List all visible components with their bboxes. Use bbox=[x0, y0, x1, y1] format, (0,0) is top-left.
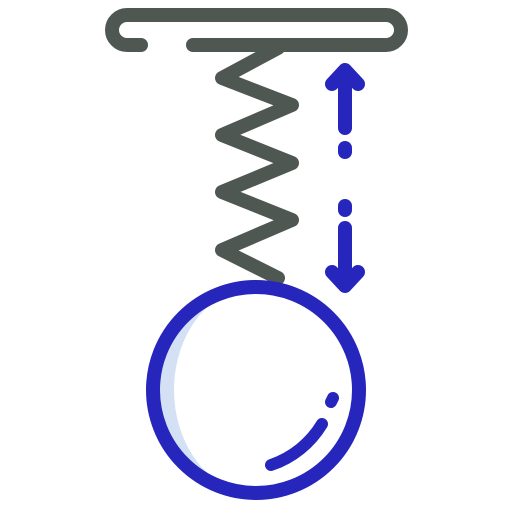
ball-highlight bbox=[265, 418, 328, 471]
arrow-down-icon bbox=[325, 199, 365, 293]
ball-shading bbox=[153, 287, 256, 493]
ball-highlight-dot bbox=[325, 392, 339, 408]
ceiling-mount bbox=[105, 8, 408, 52]
ball-icon bbox=[146, 280, 366, 500]
ball-outline bbox=[146, 280, 366, 500]
arrow-up-icon bbox=[325, 63, 365, 159]
spring-coil bbox=[215, 41, 299, 285]
